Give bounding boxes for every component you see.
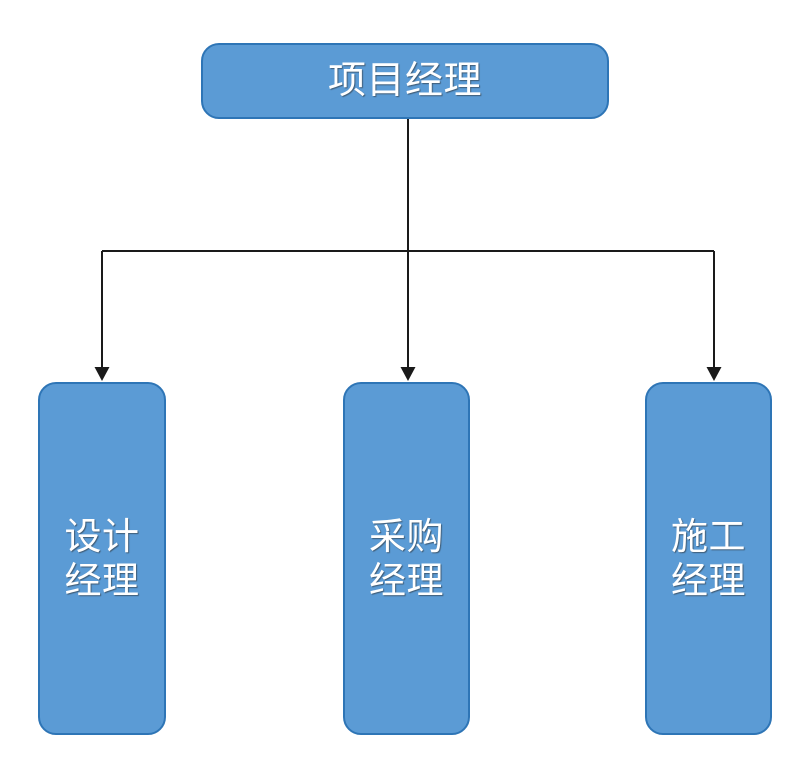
node-construction-manager[interactable]: 施工 经理 [645, 382, 772, 735]
node-label-procurement-manager: 采购 经理 [369, 515, 444, 601]
arrowhead-design [94, 367, 110, 381]
arrowhead-procurement [400, 367, 416, 381]
node-design-manager[interactable]: 设计 经理 [38, 382, 166, 735]
node-project-manager[interactable]: 项目经理 [201, 43, 609, 119]
node-label-project-manager: 项目经理 [327, 59, 482, 102]
node-label-design-manager: 设计 经理 [64, 515, 140, 601]
connector-group [94, 119, 722, 381]
arrowhead-construction [706, 367, 722, 381]
node-label-construction-manager: 施工 经理 [671, 515, 746, 601]
node-procurement-manager[interactable]: 采购 经理 [343, 382, 470, 735]
